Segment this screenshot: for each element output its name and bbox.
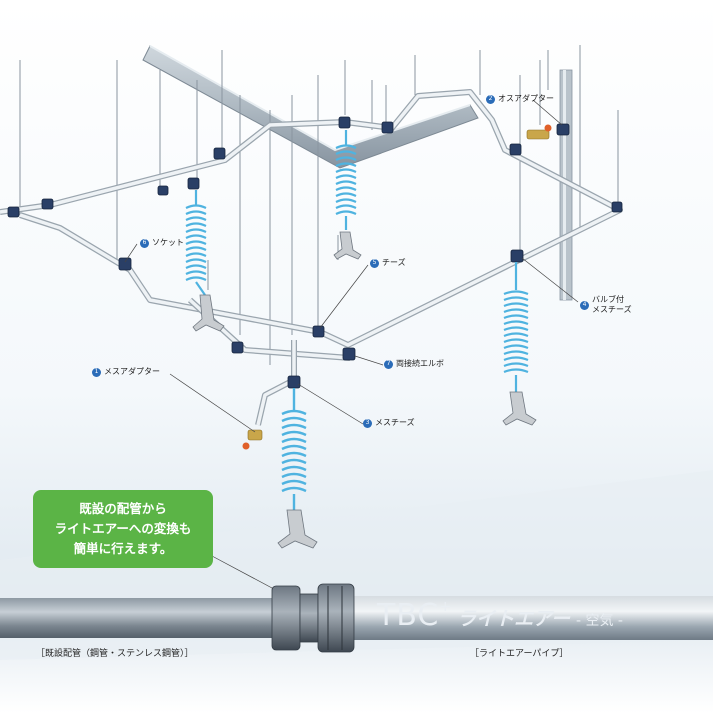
label-text: 両接続エルボ bbox=[396, 359, 444, 368]
caption-lightair-pipe: ［ライトエアーパイプ］ bbox=[470, 649, 569, 659]
brand-tbc: TBC bbox=[377, 598, 440, 633]
label-text: ソケット bbox=[152, 238, 184, 247]
coiled-hose-front bbox=[281, 388, 307, 510]
label-text: チーズ bbox=[382, 258, 406, 267]
badge-5: 5 bbox=[370, 258, 379, 268]
air-tools bbox=[192, 231, 537, 549]
coiled-hose-center bbox=[335, 130, 357, 230]
label-text: メスチーズ bbox=[375, 418, 415, 427]
badge-7: 7 bbox=[384, 359, 393, 369]
caption-existing-pipe: ［既設配管（鋼管・ステンレス鋼管）］ bbox=[36, 649, 194, 659]
label-text: バルブ付 メスチーズ bbox=[592, 295, 632, 314]
brand-product-name: ライトエアー bbox=[457, 608, 570, 630]
badge-4: 4 bbox=[580, 300, 589, 310]
pipe-brand-marking: TBC + ライトエアー - 空気 - bbox=[377, 598, 623, 633]
label-valve-female-tees: 4 バルブ付 メスチーズ bbox=[580, 295, 632, 315]
label-text: オスアダプター bbox=[498, 94, 554, 103]
coiled-hose-left bbox=[185, 190, 207, 296]
badge-2: 2 bbox=[486, 94, 495, 104]
brand-plus: + bbox=[439, 599, 452, 615]
badge-3: 3 bbox=[363, 418, 372, 428]
callout-line-3: 簡単に行えます。 bbox=[73, 541, 173, 556]
label-double-elbow: 7 両接続エルボ bbox=[384, 359, 444, 369]
label-text: メスアダプター bbox=[104, 367, 160, 376]
ceiling-duct bbox=[142, 45, 479, 169]
label-female-tees: 3 メスチーズ bbox=[363, 418, 415, 428]
bottom-pipe-assembly bbox=[0, 583, 713, 653]
label-tees: 5 チーズ bbox=[370, 258, 406, 268]
brass-valves bbox=[242, 124, 552, 450]
badge-6: 6 bbox=[140, 238, 149, 248]
callout-line-1: 既設の配管から bbox=[79, 501, 167, 516]
brand-medium: - 空気 - bbox=[575, 613, 623, 629]
label-female-adapter: 1 メスアダプター bbox=[92, 367, 160, 377]
badge-1: 1 bbox=[92, 367, 101, 377]
label-osu-adapter: 2 オスアダプター bbox=[486, 94, 554, 104]
label-socket: 6 ソケット bbox=[140, 238, 184, 248]
conversion-callout: 既設の配管から ライトエアーへの変換も 簡単に行えます。 bbox=[33, 490, 213, 568]
callout-line-2: ライトエアーへの変換も bbox=[54, 521, 192, 536]
coiled-hose-right bbox=[503, 262, 529, 392]
pipe-fittings bbox=[7, 116, 623, 389]
